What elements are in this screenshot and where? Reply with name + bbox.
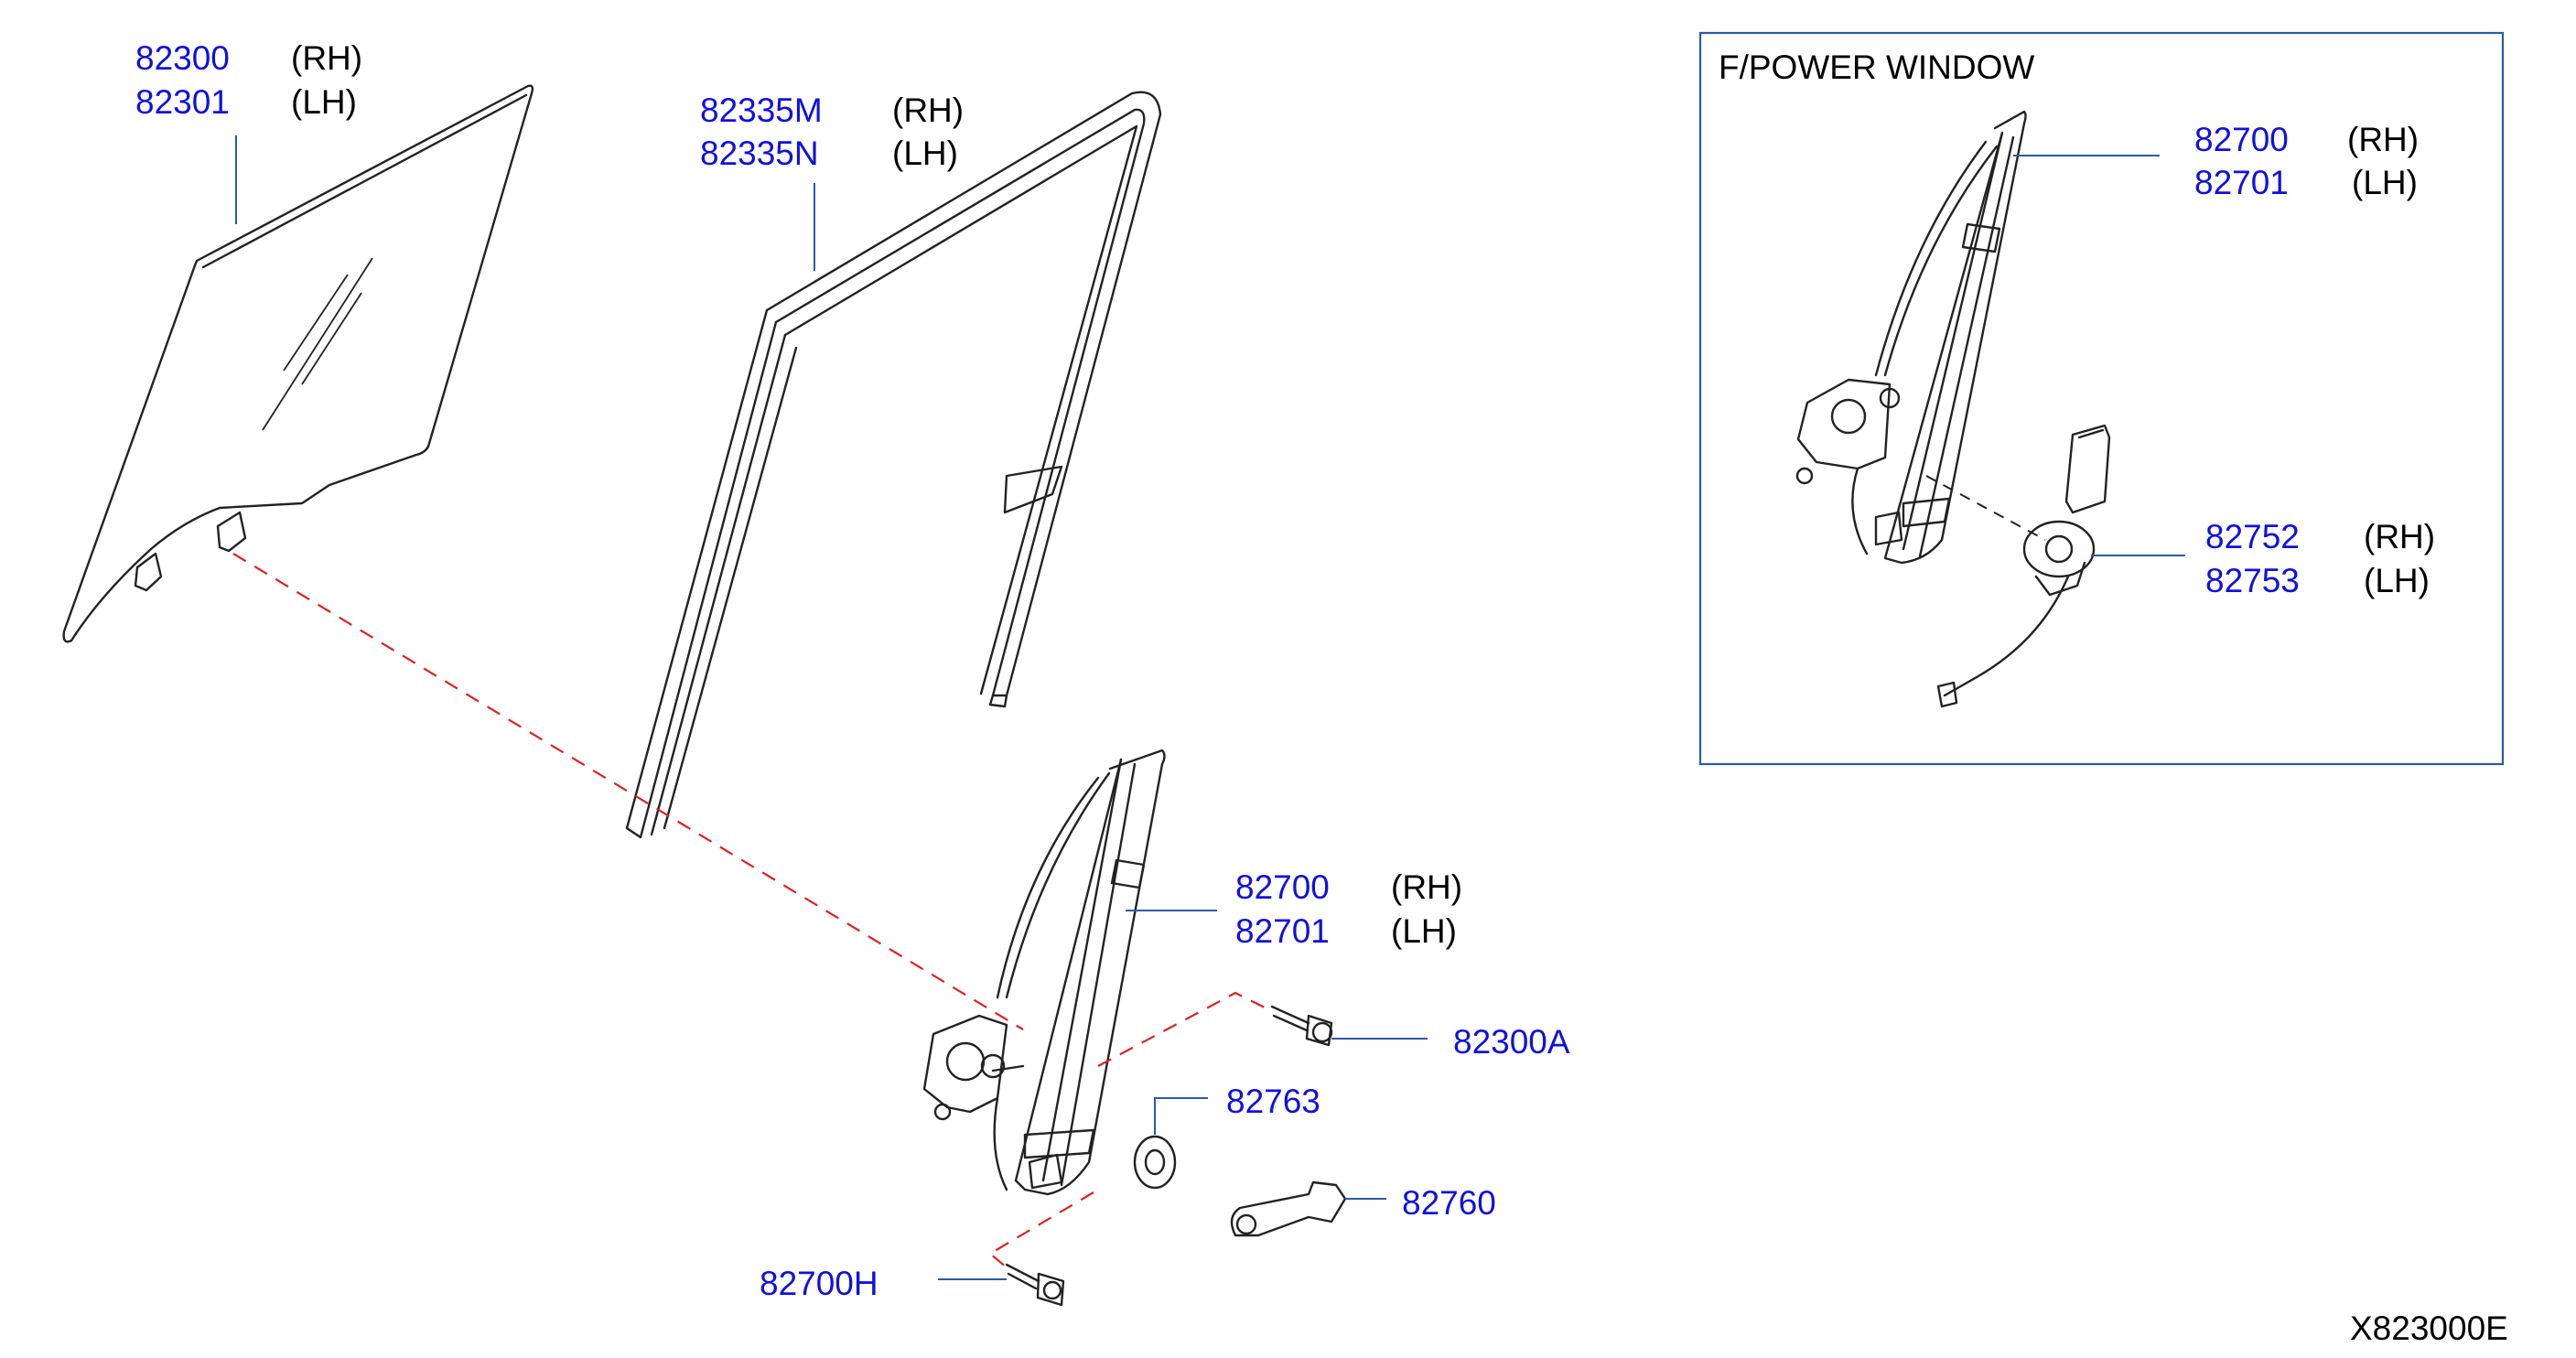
glass-side-lh: (LH) xyxy=(291,83,357,121)
inset-regulator[interactable] xyxy=(1795,110,2027,565)
bolt-h-pn[interactable]: 82700H xyxy=(760,1265,878,1302)
inset-power-window-motor[interactable] xyxy=(1936,424,2111,708)
washer-pn[interactable]: 82763 xyxy=(1226,1083,1320,1120)
inset-motor-side-rh: (RH) xyxy=(2364,518,2435,555)
inset-regulator-side-rh: (RH) xyxy=(2347,121,2419,158)
regulator-side-lh: (LH) xyxy=(1391,912,1457,950)
inset-motor-side-lh: (LH) xyxy=(2364,562,2430,599)
inset-title: F/POWER WINDOW xyxy=(1719,48,2034,86)
leader-washer xyxy=(1154,1097,1208,1135)
inset-motor-pn-rh[interactable]: 82752 xyxy=(2205,518,2300,555)
washer-82763[interactable] xyxy=(1133,1135,1177,1190)
run-channel[interactable] xyxy=(625,91,1162,839)
assembly-line-bolt-h xyxy=(988,1191,1094,1268)
regulator-pn-rh[interactable]: 82700 xyxy=(1235,868,1330,906)
door-glass[interactable] xyxy=(62,84,534,643)
regulator-side-rh: (RH) xyxy=(1391,868,1462,906)
bolt-82700h[interactable] xyxy=(1005,1263,1065,1307)
run-channel-pn-rh[interactable]: 82335M xyxy=(700,92,823,129)
inset-regulator-side-lh: (LH) xyxy=(2352,164,2418,201)
window-regulator[interactable] xyxy=(922,749,1166,1196)
bolt-a-pn[interactable]: 82300A xyxy=(1453,1023,1570,1061)
run-channel-side-lh: (LH) xyxy=(892,135,958,172)
inset-assembly-line xyxy=(1925,475,2046,541)
glass-pn-lh[interactable]: 82301 xyxy=(135,83,230,121)
handle-pn[interactable]: 82760 xyxy=(1402,1184,1496,1222)
glass-pn-rh[interactable]: 82300 xyxy=(135,39,230,77)
inset-frame xyxy=(1698,31,2505,766)
inset-regulator-pn-rh[interactable]: 82700 xyxy=(2194,121,2289,158)
run-channel-pn-lh[interactable]: 82335N xyxy=(700,135,819,172)
run-channel-side-rh: (RH) xyxy=(892,92,964,129)
regulator-handle-82760[interactable] xyxy=(1230,1180,1347,1237)
glass-side-rh: (RH) xyxy=(291,39,362,77)
assembly-line-glass xyxy=(232,553,1024,1030)
regulator-pn-lh[interactable]: 82701 xyxy=(1235,912,1330,950)
bolt-82300a[interactable] xyxy=(1270,1005,1333,1047)
inset-motor-pn-lh[interactable]: 82753 xyxy=(2205,562,2300,599)
diagram-code: X823000E xyxy=(2350,1310,2508,1347)
inset-regulator-pn-lh[interactable]: 82701 xyxy=(2194,164,2289,201)
assembly-line-bolt-a xyxy=(1097,991,1273,1067)
